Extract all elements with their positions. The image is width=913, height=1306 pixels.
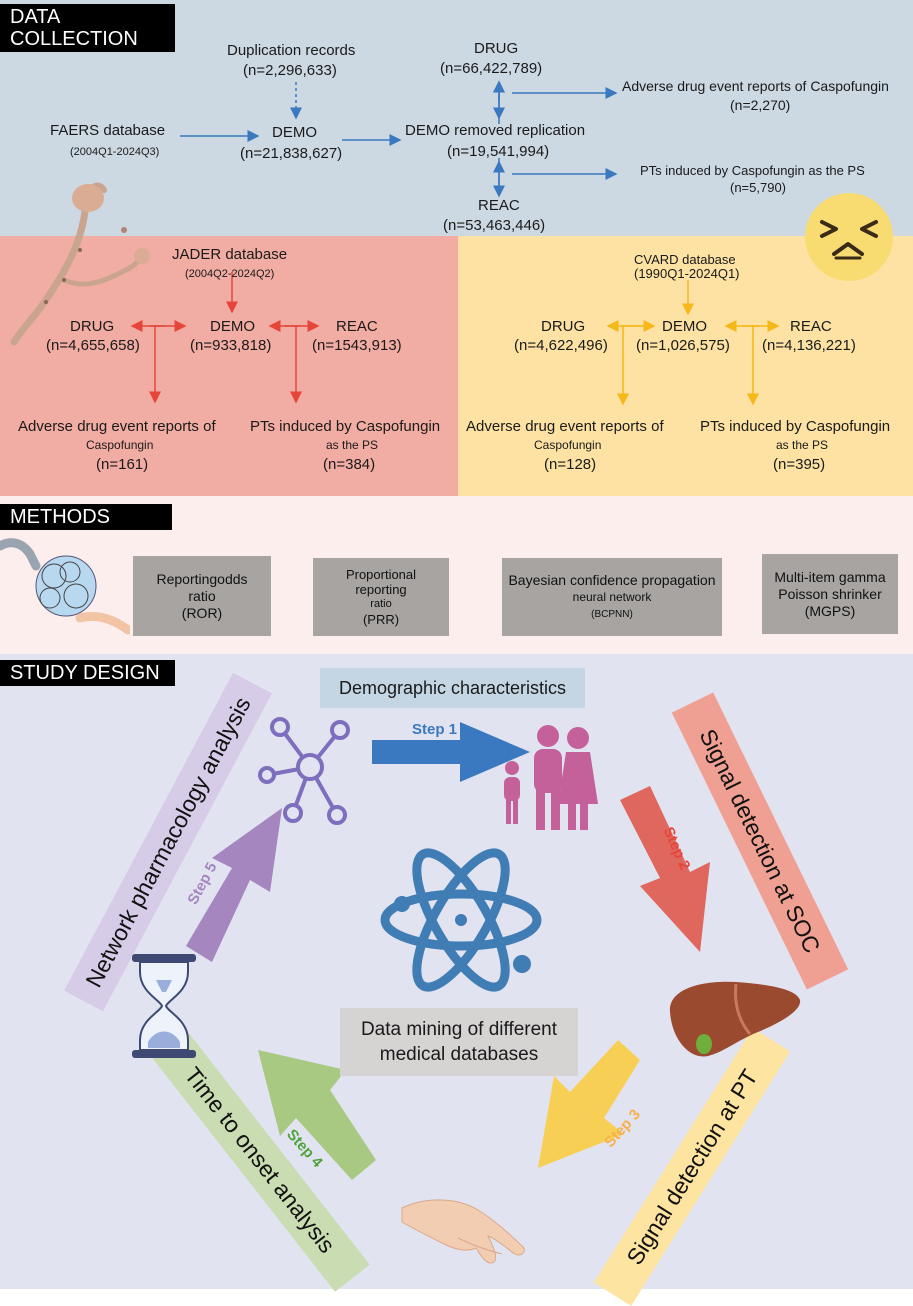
duplication-n: (n=2,296,633): [243, 62, 337, 79]
faers-arrows: [130, 80, 780, 406]
faers-demo-n: (n=21,838,627): [240, 145, 343, 162]
data-collection-header: DATA COLLECTION: [0, 4, 175, 52]
jader-ade: Adverse drug event reports of: [18, 418, 216, 435]
faers-drug-n: (n=66,422,789): [440, 60, 543, 77]
cvard-demo: DEMO: [662, 318, 707, 335]
cvard-pts-sub: as the PS: [776, 438, 829, 452]
method-bcpnn-line3: (BCPNN): [591, 608, 633, 620]
faers-demo: DEMO: [272, 124, 317, 141]
cvard-ade: Adverse drug event reports of: [466, 418, 664, 435]
center-label-line1: Data mining of different: [360, 1019, 558, 1040]
method-ror-line3: (ROR): [181, 604, 223, 621]
method-mgps-line2: Poisson shrinker: [778, 585, 882, 602]
faers-drug: DRUG: [474, 40, 519, 57]
cvard-period: (1990Q1-2024Q1): [634, 266, 740, 281]
method-prr: Proportional reporting ratio (PRR): [313, 558, 449, 636]
demo-removed: DEMO removed replication: [405, 122, 586, 139]
method-prr-line3: ratio: [370, 598, 392, 610]
method-mgps-line3: (MGPS): [804, 602, 856, 619]
jader-drug: DRUG: [70, 318, 115, 335]
faers-reac-n: (n=53,463,446): [443, 217, 546, 234]
faers-source: FAERS database: [50, 122, 166, 139]
cvard-drug-n: (n=4,622,496): [514, 337, 608, 354]
cvard-pts: PTs induced by Caspofungin: [700, 418, 891, 435]
jader-period: (2004Q2-2024Q2): [185, 268, 275, 280]
faers-pts: PTs induced by Caspofungin as the PS: [640, 163, 865, 178]
jader-source: JADER database: [172, 246, 288, 263]
family-icon: [504, 725, 598, 830]
jader-ade-sub: Caspofungin: [86, 438, 154, 452]
scratching-hand-icon: [401, 1199, 525, 1264]
jader-ade-n: (n=161): [96, 456, 149, 473]
method-bcpnn-line2: neural network: [572, 589, 652, 604]
jader-demo: DEMO: [210, 318, 255, 335]
atom-icon: [380, 848, 542, 992]
distressed-face-icon: [805, 193, 893, 281]
cvard-drug: DRUG: [541, 318, 586, 335]
method-prr-line4: (PRR): [362, 612, 400, 627]
faers-reac: REAC: [478, 197, 520, 214]
cvard-ade-n: (n=128): [544, 456, 597, 473]
cvard-ade-sub: Caspofungin: [534, 438, 602, 452]
faers-pts-n: (n=5,790): [730, 180, 787, 195]
faers-ade-n: (n=2,270): [730, 97, 791, 113]
method-prr-line2: reporting: [355, 582, 407, 597]
cvard-reac-n: (n=4,136,221): [762, 337, 856, 354]
step1-label: Step 1: [412, 721, 458, 738]
method-mgps-line1: Multi-item gamma: [774, 568, 886, 585]
jader-reac: REAC: [336, 318, 378, 335]
method-bcpnn: Bayesian confidence propagation neural n…: [502, 558, 722, 636]
cvard-reac: REAC: [790, 318, 832, 335]
method-ror-line1: Reportingodds: [156, 570, 248, 587]
jader-panel: [0, 236, 458, 496]
cvard-source: CVARD database: [634, 252, 736, 267]
cvard-demo-n: (n=1,026,575): [636, 337, 730, 354]
demographic-banner: Demographic characteristics: [320, 668, 585, 708]
study-design-header: STUDY DESIGN: [0, 660, 175, 686]
hourglass-icon: [132, 954, 196, 1058]
faers-ade: Adverse drug event reports of Caspofungi…: [622, 78, 889, 94]
jader-demo-n: (n=933,818): [190, 337, 272, 354]
demo-removed-n: (n=19,541,994): [447, 143, 550, 160]
liver-icon: [669, 981, 801, 1057]
network-icon: [258, 717, 350, 825]
methods-header: METHODS: [0, 504, 172, 530]
method-prr-line1: Proportional: [345, 567, 417, 582]
robot-hand-illustration: [0, 538, 130, 635]
method-bcpnn-line1: Bayesian confidence propagation: [508, 571, 716, 588]
faers-period: (2004Q1-2024Q3): [70, 146, 160, 158]
center-label-line2: medical databases: [379, 1044, 539, 1065]
jader-reac-n: (n=1543,913): [312, 337, 402, 354]
method-ror-line2: ratio: [188, 587, 216, 604]
cvard-pts-n: (n=395): [773, 456, 826, 473]
method-ror: Reportingodds ratio (ROR): [133, 556, 271, 636]
jader-pts-sub: as the PS: [326, 438, 379, 452]
jader-pts: PTs induced by Caspofungin: [250, 418, 441, 435]
fungus-illustration: [10, 182, 150, 346]
center-label: Data mining of different medical databas…: [340, 1008, 578, 1076]
method-mgps: Multi-item gamma Poisson shrinker (MGPS): [762, 554, 898, 634]
jader-drug-n: (n=4,655,658): [46, 337, 140, 354]
jader-pts-n: (n=384): [323, 456, 376, 473]
duplication-label: Duplication records: [227, 42, 356, 59]
